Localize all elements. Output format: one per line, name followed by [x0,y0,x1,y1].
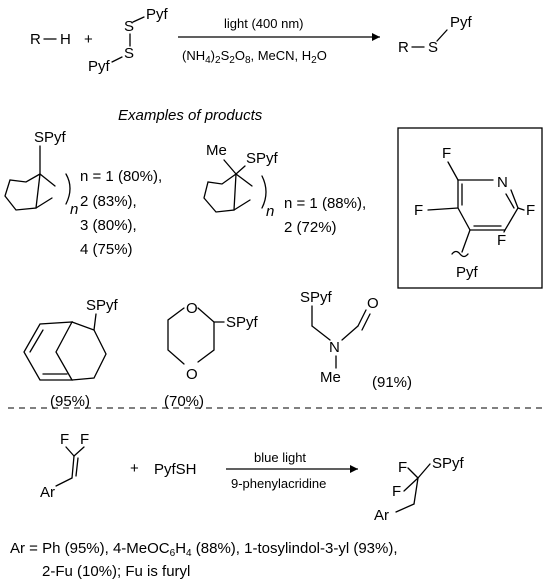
methyl-me-label: Me [206,142,227,159]
dioxane-yield: (70%) [164,393,204,410]
reactant-h: H [60,31,71,48]
methyl-bicyclo-structure [203,159,267,213]
pyf-f-top: F [442,145,451,162]
footer-line-2: 2-Fu (10%); Fu is furyl [42,563,190,580]
pyf-definition-box [397,127,543,289]
product2-spyf-label: SPyf [432,455,465,472]
product-f1: F [398,459,407,476]
alkene-f2: F [80,431,89,448]
amide-n: N [329,339,340,356]
product-ar: Ar [374,507,389,524]
reactant-r: R [30,31,41,48]
condition-catalyst: 9-phenylacridine [231,476,326,491]
disulfide-bond-b [111,56,123,63]
methyl-spyf-label: SPyf [246,150,279,167]
disulfide-bond-a [132,16,145,23]
plus-sign-1: + [84,31,93,48]
examples-heading: Examples of products [118,107,263,124]
product2-structure [395,463,431,513]
amide-structure [311,305,371,369]
reagent-pyfsh: PyfSH [154,461,197,478]
methyl-yield-2: 2 (72%) [284,219,337,236]
arrowhead-1 [372,33,380,41]
plus-sign-2: + [130,460,139,477]
dioxane-structure [167,307,225,365]
disulfide-pyf-bottom: Pyf [88,58,111,75]
product-r: R [398,39,409,56]
condition-light: light (400 nm) [224,16,303,31]
bicyclo-yield-2: 2 (83%), [80,193,137,210]
amide-spyf-label: SPyf [300,289,333,306]
product-pyf: Pyf [450,14,473,31]
bicyclo-yield-3: 3 (80%), [80,217,137,234]
pyf-f-bottom: F [497,232,506,249]
disulfide-s-bottom: S [124,45,134,62]
product-f2: F [392,483,401,500]
indane-structure [23,313,107,381]
bicyclo-label-spyf: SPyf [34,129,67,146]
condition-reagents: (NH4)2S2O8, MeCN, H2O [182,48,327,66]
bicyclo-yield-1: n = 1 (80%), [80,168,162,185]
amide-yield: (91%) [372,374,412,391]
disulfide-s-top: S [124,18,134,35]
dioxane-spyf-label: SPyf [226,314,259,331]
amide-me: Me [320,369,341,386]
indane-yield: (95%) [50,393,90,410]
pyf-name-label: Pyf [456,264,479,281]
dioxane-o-top: O [186,300,198,317]
arrowhead-2 [350,465,358,473]
dioxane-o-bottom: O [186,366,198,383]
product-spyf-bond [436,29,448,42]
difluoroalkene-structure [55,446,85,487]
disulfide-pyf-top: Pyf [146,6,169,23]
pyf-f-left: F [414,202,423,219]
bicyclo-n-subscript: n [70,201,78,218]
methyl-n-subscript: n [266,203,274,220]
indane-spyf-label: SPyf [86,297,119,314]
methyl-yield-1: n = 1 (88%), [284,195,366,212]
alkene-f1: F [60,431,69,448]
footer-line-1: Ar = Ph (95%), 4-MeOC6H4 (88%), 1-tosyli… [10,540,398,559]
alkene-ar: Ar [40,484,55,501]
pyf-f-right: F [526,202,535,219]
product-s: S [428,39,438,56]
condition-blue-light: blue light [254,450,306,465]
amide-o: O [367,295,379,312]
pyf-n-atom: N [497,174,508,191]
pyf-ring-structure [427,161,525,258]
bicyclo-structure [4,145,71,211]
bicyclo-yield-4: 4 (75%) [80,241,133,258]
